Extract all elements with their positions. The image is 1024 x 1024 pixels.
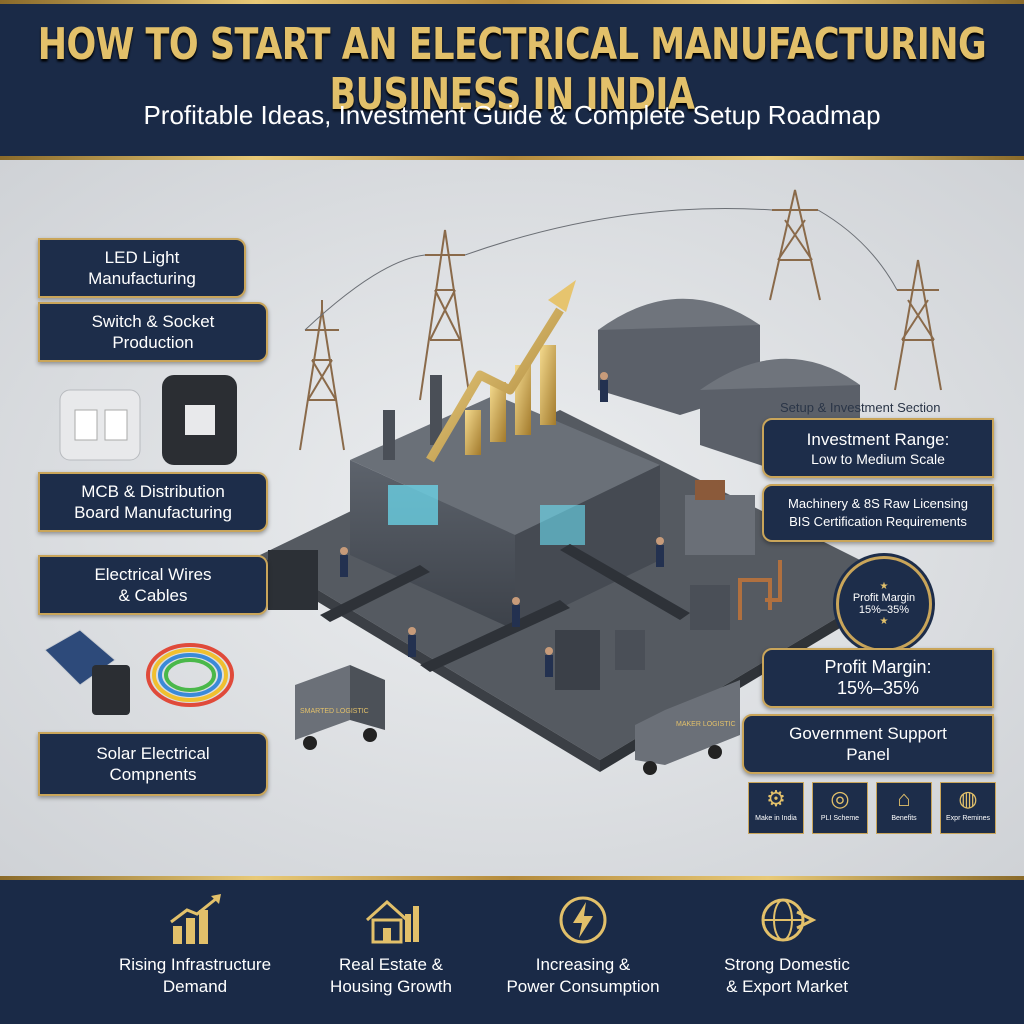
- control-panel-machine: [555, 630, 600, 690]
- profit-margin-badge: ★ Profit Margin 15%–35% ★: [836, 556, 932, 652]
- idea-label: Board Manufacturing: [74, 503, 232, 522]
- investment-range-label: Investment Range:: [806, 429, 950, 449]
- scheme-label: Make in India: [755, 815, 797, 822]
- factory-side-wall: [515, 465, 660, 630]
- growth-chart-icon: [426, 280, 576, 463]
- conveyor-bottom: [420, 600, 570, 672]
- scheme-label: PLI Scheme: [820, 815, 860, 822]
- control-cabinet: [690, 585, 730, 630]
- scheme-label: Benefits: [891, 815, 917, 822]
- delivery-truck-right: [635, 680, 740, 775]
- factory-roof: [350, 395, 660, 535]
- delivery-truck-left: [295, 665, 385, 750]
- idea-label: Solar Electrical: [96, 744, 210, 763]
- idea-label: Compnents: [109, 765, 197, 784]
- star-icon: ★: [879, 581, 889, 592]
- globe-icon: ◍: [958, 786, 978, 811]
- gear-icon: ⚙: [766, 786, 786, 811]
- transmission-tower-right1: [769, 189, 821, 301]
- globe-arrow-icon: [761, 898, 817, 942]
- badge-label: Profit Margin: [852, 592, 916, 604]
- government-scheme-icons: ⚙ Make in India ◎ PLI Scheme ⌂ Benefits ◍ Ex…: [748, 782, 998, 834]
- header-bottom-border: [0, 156, 1024, 160]
- footer-banner: Rising Infrastructure Demand Real Estate…: [0, 876, 1024, 1024]
- badge-value: 15%–35%: [858, 604, 910, 616]
- chimney-icon: [383, 410, 395, 460]
- feature-label: Power Consumption: [506, 977, 660, 996]
- footer-top-border: [0, 876, 1024, 880]
- solar-panel-battery: [44, 629, 130, 715]
- feature-label: Strong Domestic: [724, 955, 850, 974]
- idea-label: & Cables: [118, 586, 188, 605]
- generator-box: [268, 550, 318, 610]
- feature-domestic-export-market: Strong Domestic & Export Market: [672, 890, 902, 998]
- feature-label: Increasing &: [535, 955, 631, 974]
- idea-label: MCB & Distribution: [81, 482, 225, 501]
- profit-margin-value: 15%–35%: [836, 678, 920, 698]
- page-subtitle: Profitable Ideas, Investment Guide & Com…: [143, 100, 881, 130]
- workers-group: [340, 372, 664, 677]
- truck-label-right: MAKER LOGISTIC: [676, 721, 736, 728]
- transmission-tower-right2: [894, 259, 942, 391]
- profit-margin-panel[interactable]: Profit Margin:15%–35%: [762, 648, 994, 708]
- truck-label-left: SMARTED LOGISTIC: [300, 708, 369, 715]
- transmission-tower-left: [299, 300, 345, 451]
- header-top-border: [0, 0, 1024, 4]
- feature-label: Rising Infrastructure: [118, 955, 272, 974]
- bis-certification-label: BIS Certification Requirements: [789, 514, 967, 529]
- make-in-india-tile[interactable]: ⚙ Make in India: [748, 782, 804, 834]
- pli-scheme-tile[interactable]: ◎ PLI Scheme: [812, 782, 868, 834]
- power-icon: [559, 896, 607, 944]
- feature-label: Housing Growth: [330, 977, 452, 996]
- export-tile[interactable]: ◍ Expr Remines: [940, 782, 996, 834]
- wire-coil-icon: [146, 643, 234, 707]
- feature-label: & Export Market: [726, 977, 848, 996]
- feature-real-estate-growth: Real Estate & Housing Growth: [276, 890, 506, 998]
- idea-wires-cables[interactable]: Electrical Wires & Cables: [38, 555, 268, 615]
- idea-label: Switch & Socket: [91, 312, 215, 331]
- copper-pipes-icon: [738, 560, 782, 620]
- setup-investment-section-label: Setup & Investment Section: [780, 400, 941, 415]
- idea-label: Manufacturing: [88, 269, 196, 288]
- switch-socket-products: [59, 375, 237, 465]
- conveyor-left: [320, 565, 430, 622]
- factory-glow-window: [388, 485, 438, 525]
- benefits-tile[interactable]: ⌂ Benefits: [876, 782, 932, 834]
- feature-infrastructure-demand: Rising Infrastructure Demand: [80, 890, 310, 998]
- investment-range-panel[interactable]: Investment Range:Low to Medium Scale: [762, 418, 994, 478]
- government-support-label: Panel: [846, 745, 890, 764]
- government-support-label: Government Support: [789, 724, 947, 743]
- investment-range-value: Low to Medium Scale: [811, 450, 945, 467]
- idea-label: Electrical Wires: [94, 565, 212, 584]
- scheme-label: Expr Remines: [946, 815, 990, 822]
- idea-label: Production: [112, 333, 194, 352]
- conveyor-right: [560, 544, 690, 620]
- star-icon: ★: [879, 616, 889, 627]
- machinery-label: Machinery & 8S Raw Licensing: [788, 496, 968, 511]
- house-icon: [365, 899, 419, 944]
- page-title: HOW TO START AN ELECTRICAL MANUFACTURING…: [37, 20, 987, 120]
- feature-label: Demand: [162, 977, 228, 996]
- bar-chart-icon: [170, 894, 221, 944]
- bank-icon: ⌂: [897, 786, 911, 811]
- transformer-machine: [685, 495, 755, 555]
- factory-illustration: SMARTED LOGISTIC MAKER LOGISTIC: [44, 189, 942, 775]
- profit-margin-label: Profit Margin:: [824, 657, 932, 677]
- idea-label: LED Light: [104, 248, 180, 267]
- feature-label: Real Estate &: [339, 955, 443, 974]
- coins-icon: ◎: [830, 786, 850, 811]
- header-banner: HOW TO START AN ELECTRICAL MANUFACTURING…: [0, 0, 1024, 160]
- feature-power-consumption: Increasing & Power Consumption: [468, 890, 698, 998]
- transmission-tower-center: [419, 229, 471, 401]
